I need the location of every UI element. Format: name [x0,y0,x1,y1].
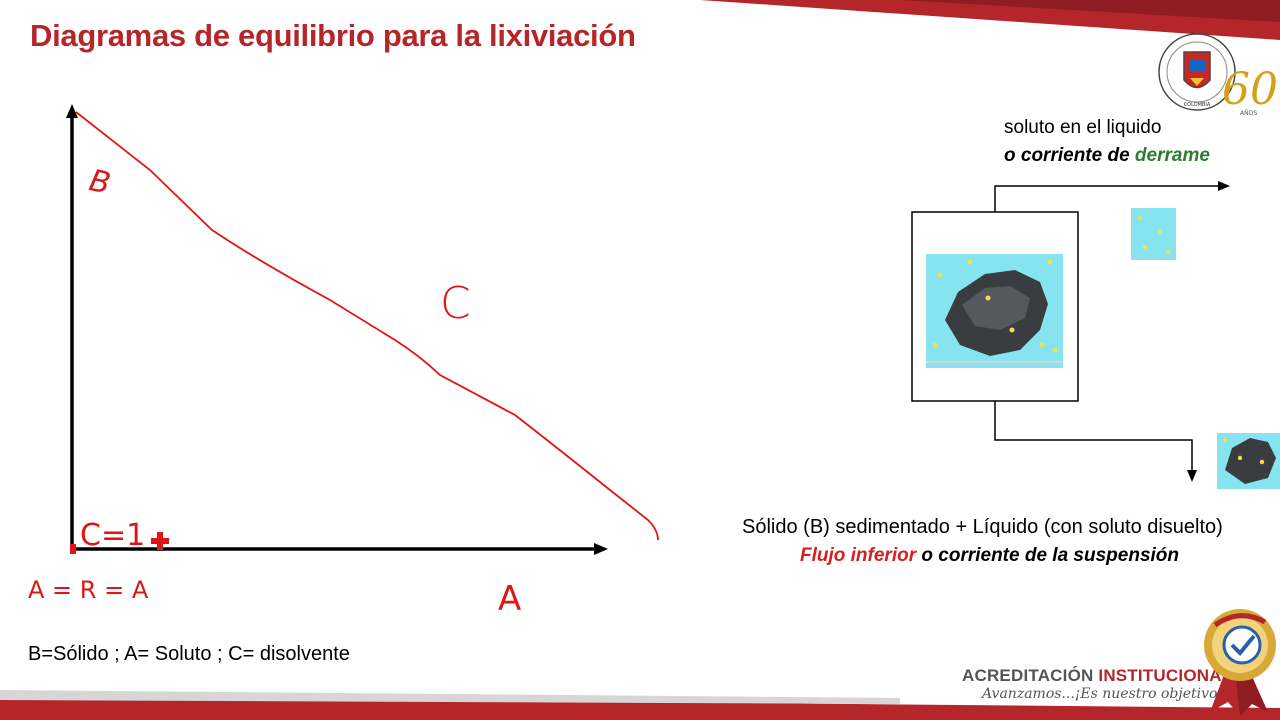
underflow-stream-highlight: Flujo inferior [800,545,917,566]
overflow-liquid-image [1131,208,1176,260]
overflow-arrowhead [1218,181,1230,191]
underflow-description: Sólido (B) sedimentado + Líquido (con so… [742,516,1223,538]
accreditation-medal-icon [1204,609,1276,716]
accreditation-motto: Avanzamos...¡Es nuestro objetivo! [982,686,1224,702]
seal-country-text: COLOMBIA [1184,102,1211,108]
equilibrium-curve [75,111,659,541]
bottom-band [0,696,1280,720]
origin-note: C=1 [80,518,145,553]
underflow-suspension-image [1217,433,1280,489]
accreditation-part1: ACREDITACIÓN [962,666,1099,685]
curve-c-label: C [440,278,471,329]
top-right-band-dark [900,0,1280,22]
anniversary-number: 60 [1222,64,1278,115]
pen-cursor-icon [151,532,169,550]
x-axis-a-label: A [498,579,521,619]
underflow-arrowhead [1187,470,1197,482]
origin-label: A = R = A [28,576,149,604]
bottom-band-shadow [0,690,900,704]
underflow-stream-suffix: o corriente de la suspensión [916,545,1180,566]
underflow-line [994,401,1193,472]
overflow-stream-name: o corriente de derrame [1004,145,1210,167]
university-seal-icon: COLOMBIA [1158,33,1236,111]
accreditation-title: ACREDITACIÓN INSTITUCIONAL [962,666,1232,686]
variable-legend: B=Sólido ; A= Soluto ; C= disolvente [28,643,350,665]
overflow-description: soluto en el liquido [1004,117,1162,138]
overflow-stream-highlight: derrame [1134,145,1210,166]
slide-title: Diagramas de equilibrio para la lixiviac… [30,18,636,53]
overflow-stream-prefix: o corriente de [1004,145,1135,166]
overflow-line [994,185,1220,212]
y-axis-arrowhead [66,104,78,118]
solid-in-liquid-image [926,254,1063,368]
x-axis-arrowhead [594,543,608,555]
origin-marker [70,544,76,554]
underflow-stream-name: Flujo inferior o corriente de la suspens… [800,545,1179,567]
accreditation-part2: INSTITUCIONAL [1098,666,1233,685]
anniversary-word: AÑOS [1240,110,1257,117]
